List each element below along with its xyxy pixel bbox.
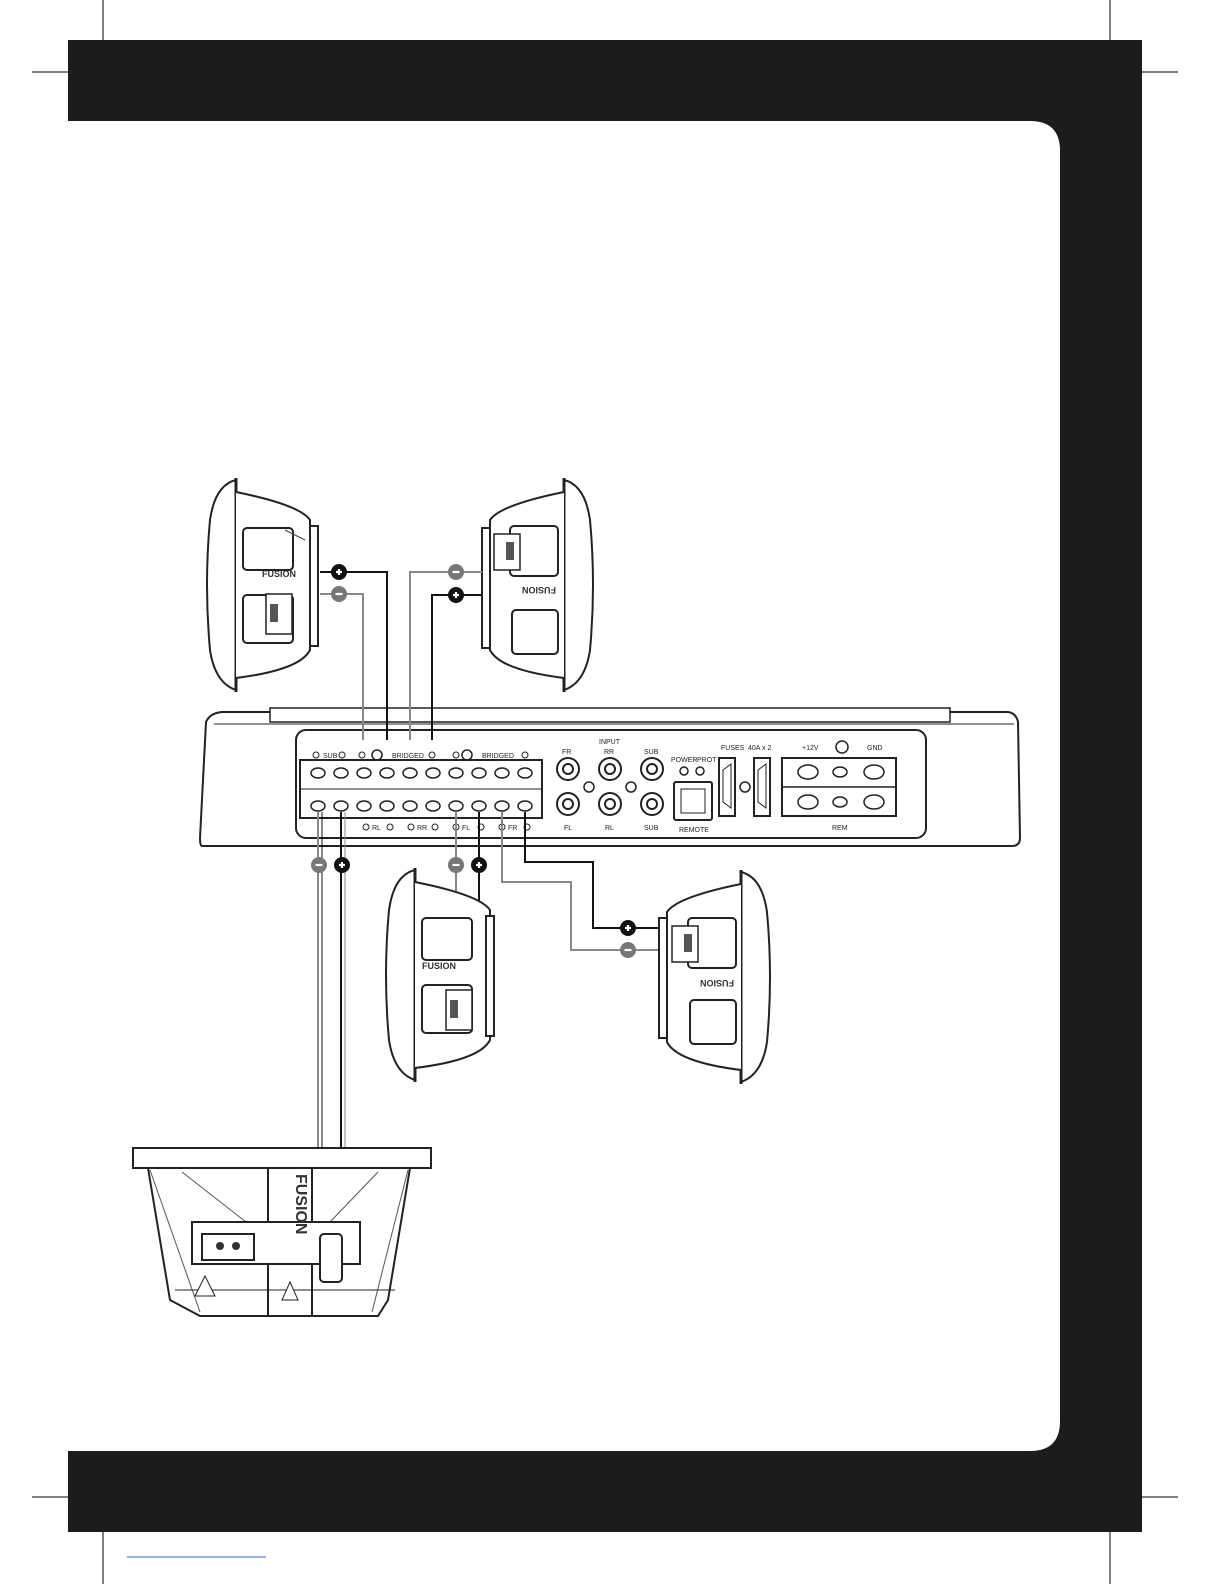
plus-marker [448,587,464,603]
plus-marker [334,857,350,873]
speaker-bottom-left: FUSION [386,868,494,1082]
input-label-fl: FL [564,825,572,832]
label-rr: RR [417,825,427,832]
prot-led [696,767,704,775]
label-fr: FR [508,825,517,832]
plus-marker [620,920,636,936]
fuses-rating: 40A x 2 [748,745,771,752]
input-label-sub-bottom: SUB [644,825,659,832]
subwoofer: FUSION [133,1148,431,1316]
minus-marker [448,564,464,580]
power-led [680,767,688,775]
minus-marker [331,586,347,602]
input-label-rr: RR [604,749,614,756]
amplifier: SUB BRIDGED BRIDGED RL RR [200,708,1020,846]
gnd-label: GND [867,745,883,752]
plus12v-label: +12V [802,745,819,752]
plus-marker [331,564,347,580]
input-label-sub-top: SUB [644,749,659,756]
power-label: POWER [671,757,697,764]
minus-marker [448,857,464,873]
speaker-brand-logo: FUSION [700,978,734,988]
sub-terminal-positive [232,1242,240,1250]
minus-marker [620,942,636,958]
input-label-rl: RL [605,825,614,832]
rem-label: REM [832,825,848,832]
plus-marker [471,857,487,873]
sub-terminal-block [202,1234,254,1260]
sub-terminal-negative [216,1242,224,1250]
label-bridged-left: BRIDGED [392,753,424,760]
remote-label: REMOTE [679,827,709,834]
label-bridged-right: BRIDGED [482,753,514,760]
input-label-fr: FR [562,749,571,756]
label-fl: FL [462,825,470,832]
label-sub: SUB [323,753,338,760]
subwoofer-brand-logo: FUSION [292,1174,309,1234]
speaker-terminal-block [300,760,542,818]
speaker-brand-logo: FUSION [522,585,556,595]
fuses-label: FUSES [721,745,745,752]
speaker-brand-logo: FUSION [262,569,296,579]
speaker-brand-logo: FUSION [422,961,456,971]
input-title: INPUT [599,739,621,746]
minus-marker [311,857,327,873]
label-rl: RL [372,825,381,832]
prot-label: PROT [697,757,717,764]
